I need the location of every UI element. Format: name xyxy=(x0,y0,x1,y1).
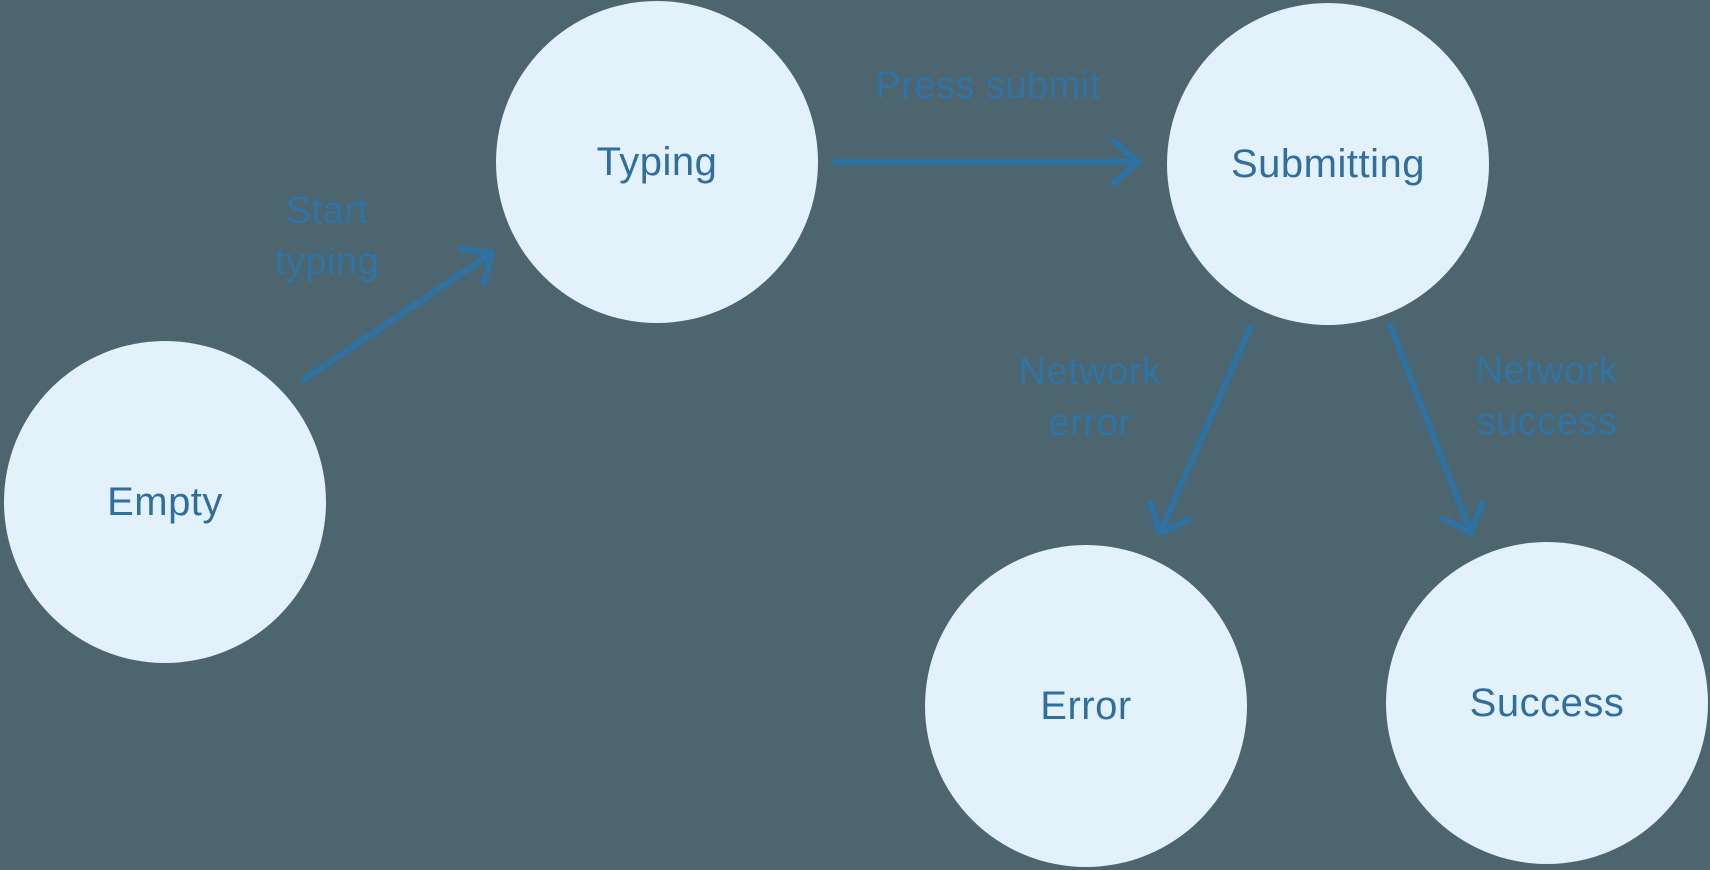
state-node-typing: Typing xyxy=(496,1,818,323)
state-node-success: Success xyxy=(1386,542,1708,864)
state-node-error: Error xyxy=(925,545,1247,867)
state-node-label: Error xyxy=(1040,683,1132,728)
edge-label-press-submit: Press submit xyxy=(875,65,1101,107)
edge-arrow-network-success xyxy=(1387,322,1485,536)
edge-label-network-error: Network error xyxy=(1018,351,1162,444)
state-node-label: Submitting xyxy=(1231,141,1425,186)
state-node-label: Empty xyxy=(107,479,223,524)
edge-arrow-network-error xyxy=(1147,325,1253,536)
state-node-empty: Empty xyxy=(4,341,326,663)
edge-label-start-typing: Start typing xyxy=(274,190,380,283)
state-node-label: Success xyxy=(1469,680,1625,725)
state-node-submitting: Submitting xyxy=(1167,3,1489,325)
state-node-label: Typing xyxy=(596,139,718,184)
edge-label-network-success: Network success xyxy=(1475,350,1619,443)
